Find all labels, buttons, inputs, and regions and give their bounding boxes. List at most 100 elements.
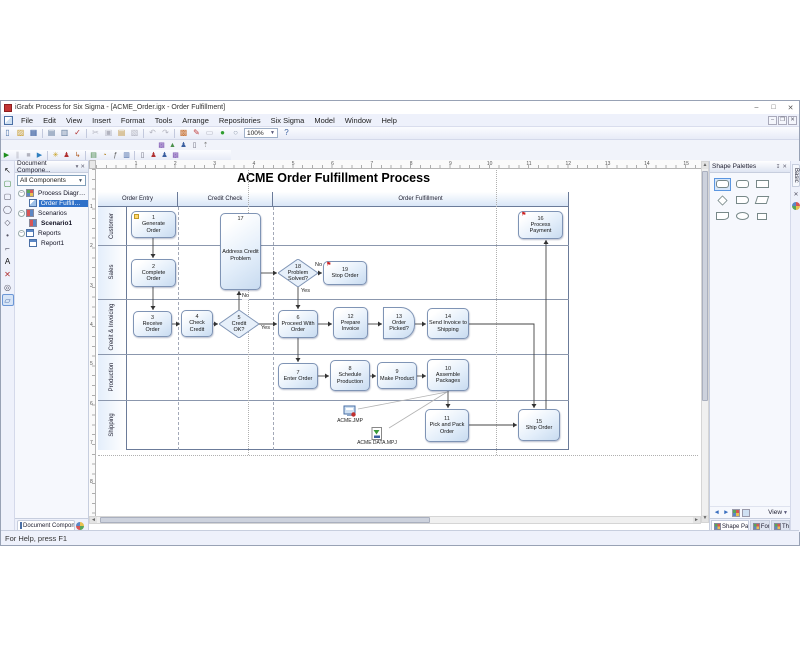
mdi-close-button[interactable]: ✕	[788, 115, 797, 125]
link-up-icon[interactable]: ⇡	[202, 141, 209, 149]
point-tool[interactable]: •	[6, 230, 9, 240]
palette-color-icon[interactable]	[731, 508, 740, 517]
menu-format[interactable]: Format	[120, 115, 145, 125]
close-button[interactable]: ✕	[787, 104, 794, 112]
palette-shape-document[interactable]	[714, 210, 731, 223]
mdi-minimize-button[interactable]: –	[768, 115, 777, 125]
zoom-out-icon[interactable]: ○	[233, 128, 238, 137]
step-icon[interactable]: ▶	[36, 151, 43, 159]
text-tool[interactable]: A	[4, 256, 11, 266]
select-tool[interactable]: ↖	[4, 165, 11, 175]
tab-for-[interactable]: For...	[749, 520, 770, 532]
people-blue-icon[interactable]: ♟	[161, 151, 168, 159]
palette-find-icon[interactable]	[741, 508, 750, 517]
tree-expander-icon[interactable]: −	[18, 229, 25, 237]
tree-item-scenarios[interactable]: −Scenarios	[15, 208, 88, 218]
panel-close-icon[interactable]: ✕	[782, 163, 787, 170]
report-page-icon[interactable]: ▯	[140, 151, 145, 159]
panel-close-icon[interactable]: ✕	[80, 163, 85, 170]
maximize-button[interactable]: □	[771, 103, 776, 111]
tree-expander-icon[interactable]: −	[18, 189, 25, 197]
people-red-icon[interactable]: ♟	[150, 151, 157, 159]
tab-th-[interactable]: Th...	[770, 520, 790, 532]
components-filter-select[interactable]: All Components ▼	[17, 175, 86, 186]
tab-shape-palettes[interactable]: Shape Palettes	[711, 520, 749, 532]
palette-shape-altprocess[interactable]	[734, 178, 751, 191]
palette-shape-rect[interactable]	[754, 178, 771, 191]
pin-icon[interactable]: ↧	[775, 163, 781, 170]
tab-basic-palette[interactable]: Basic	[792, 164, 800, 187]
tree-item-reports[interactable]: −Reports	[15, 228, 88, 238]
clock-icon[interactable]: ◔	[102, 151, 107, 159]
menu-file[interactable]: File	[21, 115, 34, 125]
minimize-button[interactable]: –	[754, 103, 759, 111]
menu-insert[interactable]: Insert	[92, 115, 111, 125]
connector-tool[interactable]: ⌐	[5, 243, 10, 253]
menu-model[interactable]: Model	[314, 115, 335, 125]
close-icon[interactable]: ✕	[793, 191, 799, 198]
shape-numbering-icon[interactable]: ▩	[158, 141, 165, 149]
scroll-right-button[interactable]: ►	[693, 517, 700, 523]
menu-window[interactable]: Window	[344, 115, 372, 125]
tab-document-components[interactable]: Document Compon...	[17, 519, 75, 532]
vertical-scroll-thumb[interactable]	[702, 171, 708, 401]
tree-item-scenario1[interactable]: Scenario1	[15, 218, 88, 228]
mdi-restore-button[interactable]: ❐	[778, 115, 787, 125]
diamond-tool[interactable]: ◇	[4, 217, 11, 227]
palette-shape-diamond[interactable]	[714, 194, 731, 207]
trace-icon[interactable]: ✳	[52, 151, 59, 159]
menu-tools[interactable]: Tools	[154, 115, 173, 125]
attachment-acme-jmp[interactable]: ACME.JMP	[330, 405, 370, 424]
transaction-icon[interactable]: ↳	[74, 151, 81, 159]
open-icon[interactable]: ▨	[16, 128, 25, 137]
palette-next-icon[interactable]: ►	[722, 509, 730, 516]
menu-help[interactable]: Help	[381, 115, 397, 125]
palette-shape-parallelogram[interactable]	[754, 194, 771, 207]
palette-prev-icon[interactable]: ◄	[713, 509, 720, 516]
palette-shape-delay[interactable]	[734, 194, 751, 207]
horizontal-scroll-thumb[interactable]	[100, 517, 430, 523]
colors-icon[interactable]: ▩	[179, 128, 188, 137]
scroll-up-button[interactable]: ▲	[702, 162, 708, 169]
note-page-icon[interactable]: ▯	[192, 141, 197, 149]
scenario-grid-icon[interactable]: ▩	[172, 151, 179, 159]
oval-tool[interactable]: ◯	[3, 204, 12, 214]
menu-arrange[interactable]: Arrange	[182, 115, 209, 125]
menu-edit[interactable]: Edit	[43, 115, 57, 125]
vertical-scrollbar[interactable]: ▲ ▼	[701, 161, 709, 523]
attribute-icon[interactable]: ƒ	[113, 151, 118, 159]
zoom-tool[interactable]: ◎	[4, 282, 11, 292]
paste-icon[interactable]: ▤	[117, 128, 126, 137]
pen-icon[interactable]: ✎	[193, 128, 200, 137]
resource-icon[interactable]: ♟	[180, 141, 187, 149]
zoom-level-select[interactable]: 100%▼	[244, 128, 278, 138]
scroll-left-button[interactable]: ◄	[90, 517, 97, 523]
horizontal-scrollbar[interactable]: ◄ ►	[89, 516, 701, 524]
shape-tool[interactable]: ▢	[3, 178, 12, 188]
help-icon[interactable]: ?	[284, 128, 289, 137]
panel-menu-icon[interactable]: ▾	[75, 163, 79, 170]
menu-view[interactable]: View	[66, 115, 83, 125]
palette-shape-box[interactable]	[754, 210, 771, 223]
new-icon[interactable]: ▯	[5, 128, 10, 137]
print-icon[interactable]: ▤	[47, 128, 56, 137]
menu-repositories[interactable]: Repositories	[218, 115, 261, 125]
